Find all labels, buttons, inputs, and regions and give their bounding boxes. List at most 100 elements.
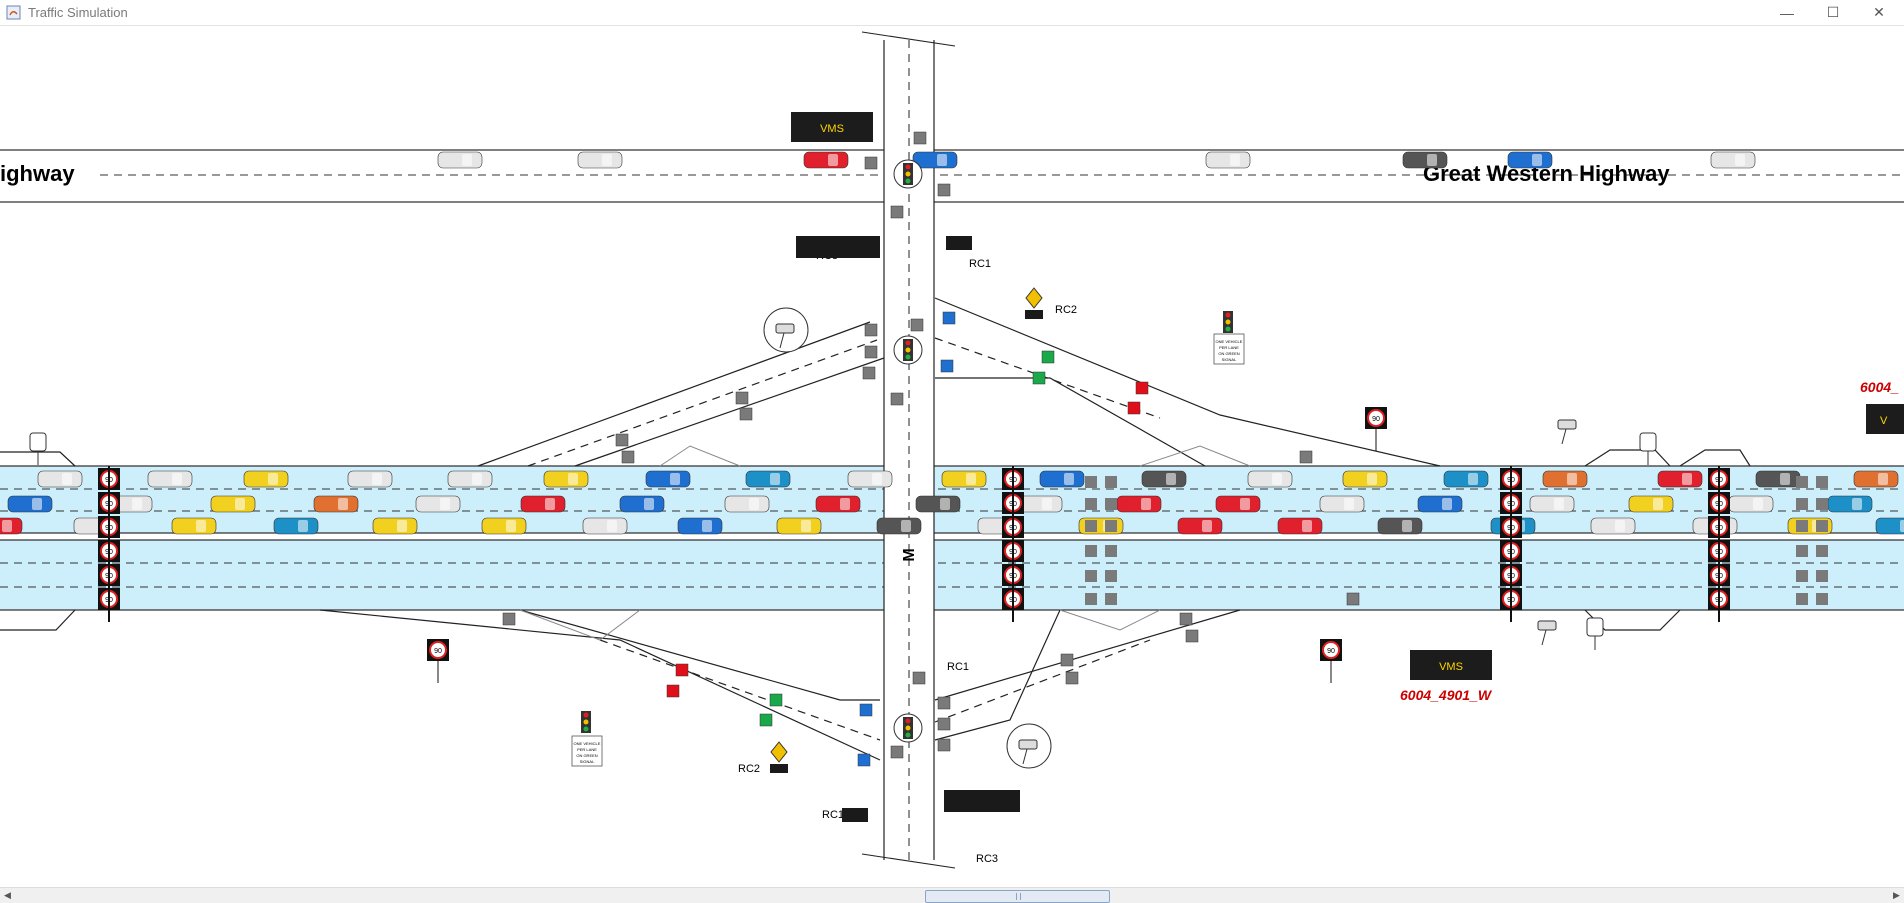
- vehicle-windshield: [770, 473, 780, 485]
- ramp-sign-line: SIGNAL: [1222, 357, 1237, 362]
- vehicle: [1755, 470, 1801, 488]
- loop-detector: [857, 753, 871, 767]
- loop-detector: [735, 391, 749, 405]
- loop-detector: [1299, 450, 1313, 464]
- cctv-mount: [1541, 629, 1547, 646]
- loop-detector: [1816, 498, 1828, 510]
- loop-detector: [1085, 498, 1097, 510]
- vehicle-windshield: [1272, 473, 1282, 485]
- loop-detector: [1060, 653, 1074, 667]
- phone-icon: [1639, 432, 1657, 452]
- loop-detector: [890, 205, 904, 219]
- scrollbar-thumb[interactable]: [925, 890, 1110, 903]
- close-button[interactable]: ✕: [1856, 0, 1902, 25]
- vehicle-windshield: [607, 520, 617, 532]
- vehicle-body: [37, 470, 83, 488]
- vehicle-windshield: [1166, 473, 1176, 485]
- traffic-light-red: [905, 340, 911, 346]
- vms-id-upper: 6004_: [1860, 379, 1899, 395]
- scroll-left-arrow[interactable]: ◀: [0, 888, 15, 903]
- ramp-sign-line: ONE VEHICLE: [1216, 339, 1243, 344]
- rc2-plate: [770, 764, 788, 773]
- cctv-mount: [779, 332, 785, 349]
- vehicle-body: [437, 151, 483, 169]
- vehicle: [481, 517, 527, 535]
- vehicle-windshield: [1554, 498, 1564, 510]
- vehicle: [1247, 470, 1293, 488]
- loop-detector: [1816, 570, 1828, 582]
- vehicle: [1017, 495, 1063, 513]
- cctv-mount: [1022, 748, 1028, 765]
- vehicle-body: [645, 470, 691, 488]
- vehicle-windshield: [840, 498, 850, 510]
- window-title: Traffic Simulation: [28, 5, 128, 20]
- vehicle-body: [210, 495, 256, 513]
- vehicle: [1417, 495, 1463, 513]
- vehicle-windshield: [749, 498, 759, 510]
- vehicle-windshield: [545, 498, 555, 510]
- traffic-map: M ighway Great Western Highway VMS VMS V…: [0, 31, 1904, 869]
- vehicle-windshield: [1427, 154, 1437, 166]
- maximize-button[interactable]: ☐: [1810, 0, 1856, 25]
- great-western-highway: [0, 149, 1904, 203]
- vehicle: [1657, 470, 1703, 488]
- ramp-sign-line: ON GREEN: [576, 753, 597, 758]
- rc3-lower-label: RC3: [976, 853, 998, 865]
- vehicle-body: [1628, 495, 1674, 513]
- loop-detector: [937, 738, 951, 752]
- vehicle: [1377, 517, 1423, 535]
- vehicle-windshield: [702, 520, 712, 532]
- vehicle-windshield: [801, 520, 811, 532]
- ramp-sign-line: PER LANE: [1219, 345, 1239, 350]
- vehicle-windshield: [1230, 154, 1240, 166]
- loop-detector: [862, 366, 876, 380]
- horizontal-scrollbar[interactable]: ◀ ▶: [0, 887, 1904, 903]
- vehicle-windshield: [1240, 498, 1250, 510]
- vehicle-windshield: [172, 473, 182, 485]
- vehicle-body: [876, 517, 922, 535]
- vehicle: [724, 495, 770, 513]
- vehicle-body: [7, 495, 53, 513]
- vehicle-windshield: [828, 154, 838, 166]
- simulation-canvas[interactable]: M ighway Great Western Highway VMS VMS V…: [0, 26, 1904, 887]
- loop-detector: [1085, 476, 1097, 488]
- vehicle: [372, 517, 418, 535]
- vehicle: [1529, 495, 1575, 513]
- loop-detector: [1135, 381, 1149, 395]
- vehicle-windshield: [1878, 473, 1888, 485]
- scroll-right-arrow[interactable]: ▶: [1889, 888, 1904, 903]
- maximize-icon: ☐: [1826, 4, 1840, 20]
- traffic-light-green: [905, 178, 911, 184]
- ramp-sign-line: SIGNAL: [580, 759, 595, 764]
- loop-detector: [937, 183, 951, 197]
- vehicle-windshield: [268, 473, 278, 485]
- traffic-light-red: [905, 718, 911, 724]
- vehicle: [915, 495, 961, 513]
- minimize-button[interactable]: —: [1764, 0, 1810, 25]
- vehicle-windshield: [1367, 473, 1377, 485]
- vms-id-lower: 6004_4901_W: [1400, 687, 1493, 703]
- vehicle: [1875, 517, 1904, 535]
- vehicle-body: [1542, 470, 1588, 488]
- vehicle: [577, 151, 623, 169]
- vehicle: [1205, 151, 1251, 169]
- ramp-light-red: [1225, 312, 1231, 318]
- vehicle-body: [1875, 517, 1904, 535]
- vehicle: [1728, 495, 1774, 513]
- vehicle-windshield: [472, 473, 482, 485]
- vehicle-windshield: [1402, 520, 1412, 532]
- vehicle-windshield: [1900, 520, 1904, 532]
- vehicle-body: [1590, 517, 1636, 535]
- vehicle-body: [1657, 470, 1703, 488]
- close-icon: ✕: [1873, 4, 1885, 20]
- rc1-warning-sign: [946, 236, 972, 250]
- vehicle-windshield: [440, 498, 450, 510]
- vehicle-windshield: [235, 498, 245, 510]
- rc1-lower-label-2: RC1: [947, 661, 969, 673]
- vehicle: [273, 517, 319, 535]
- speed-sign-value: 90: [434, 648, 442, 655]
- rc2-plate: [1025, 310, 1043, 319]
- vehicle: [0, 517, 23, 535]
- vehicle-windshield: [1735, 154, 1745, 166]
- vehicle-body: [1247, 470, 1293, 488]
